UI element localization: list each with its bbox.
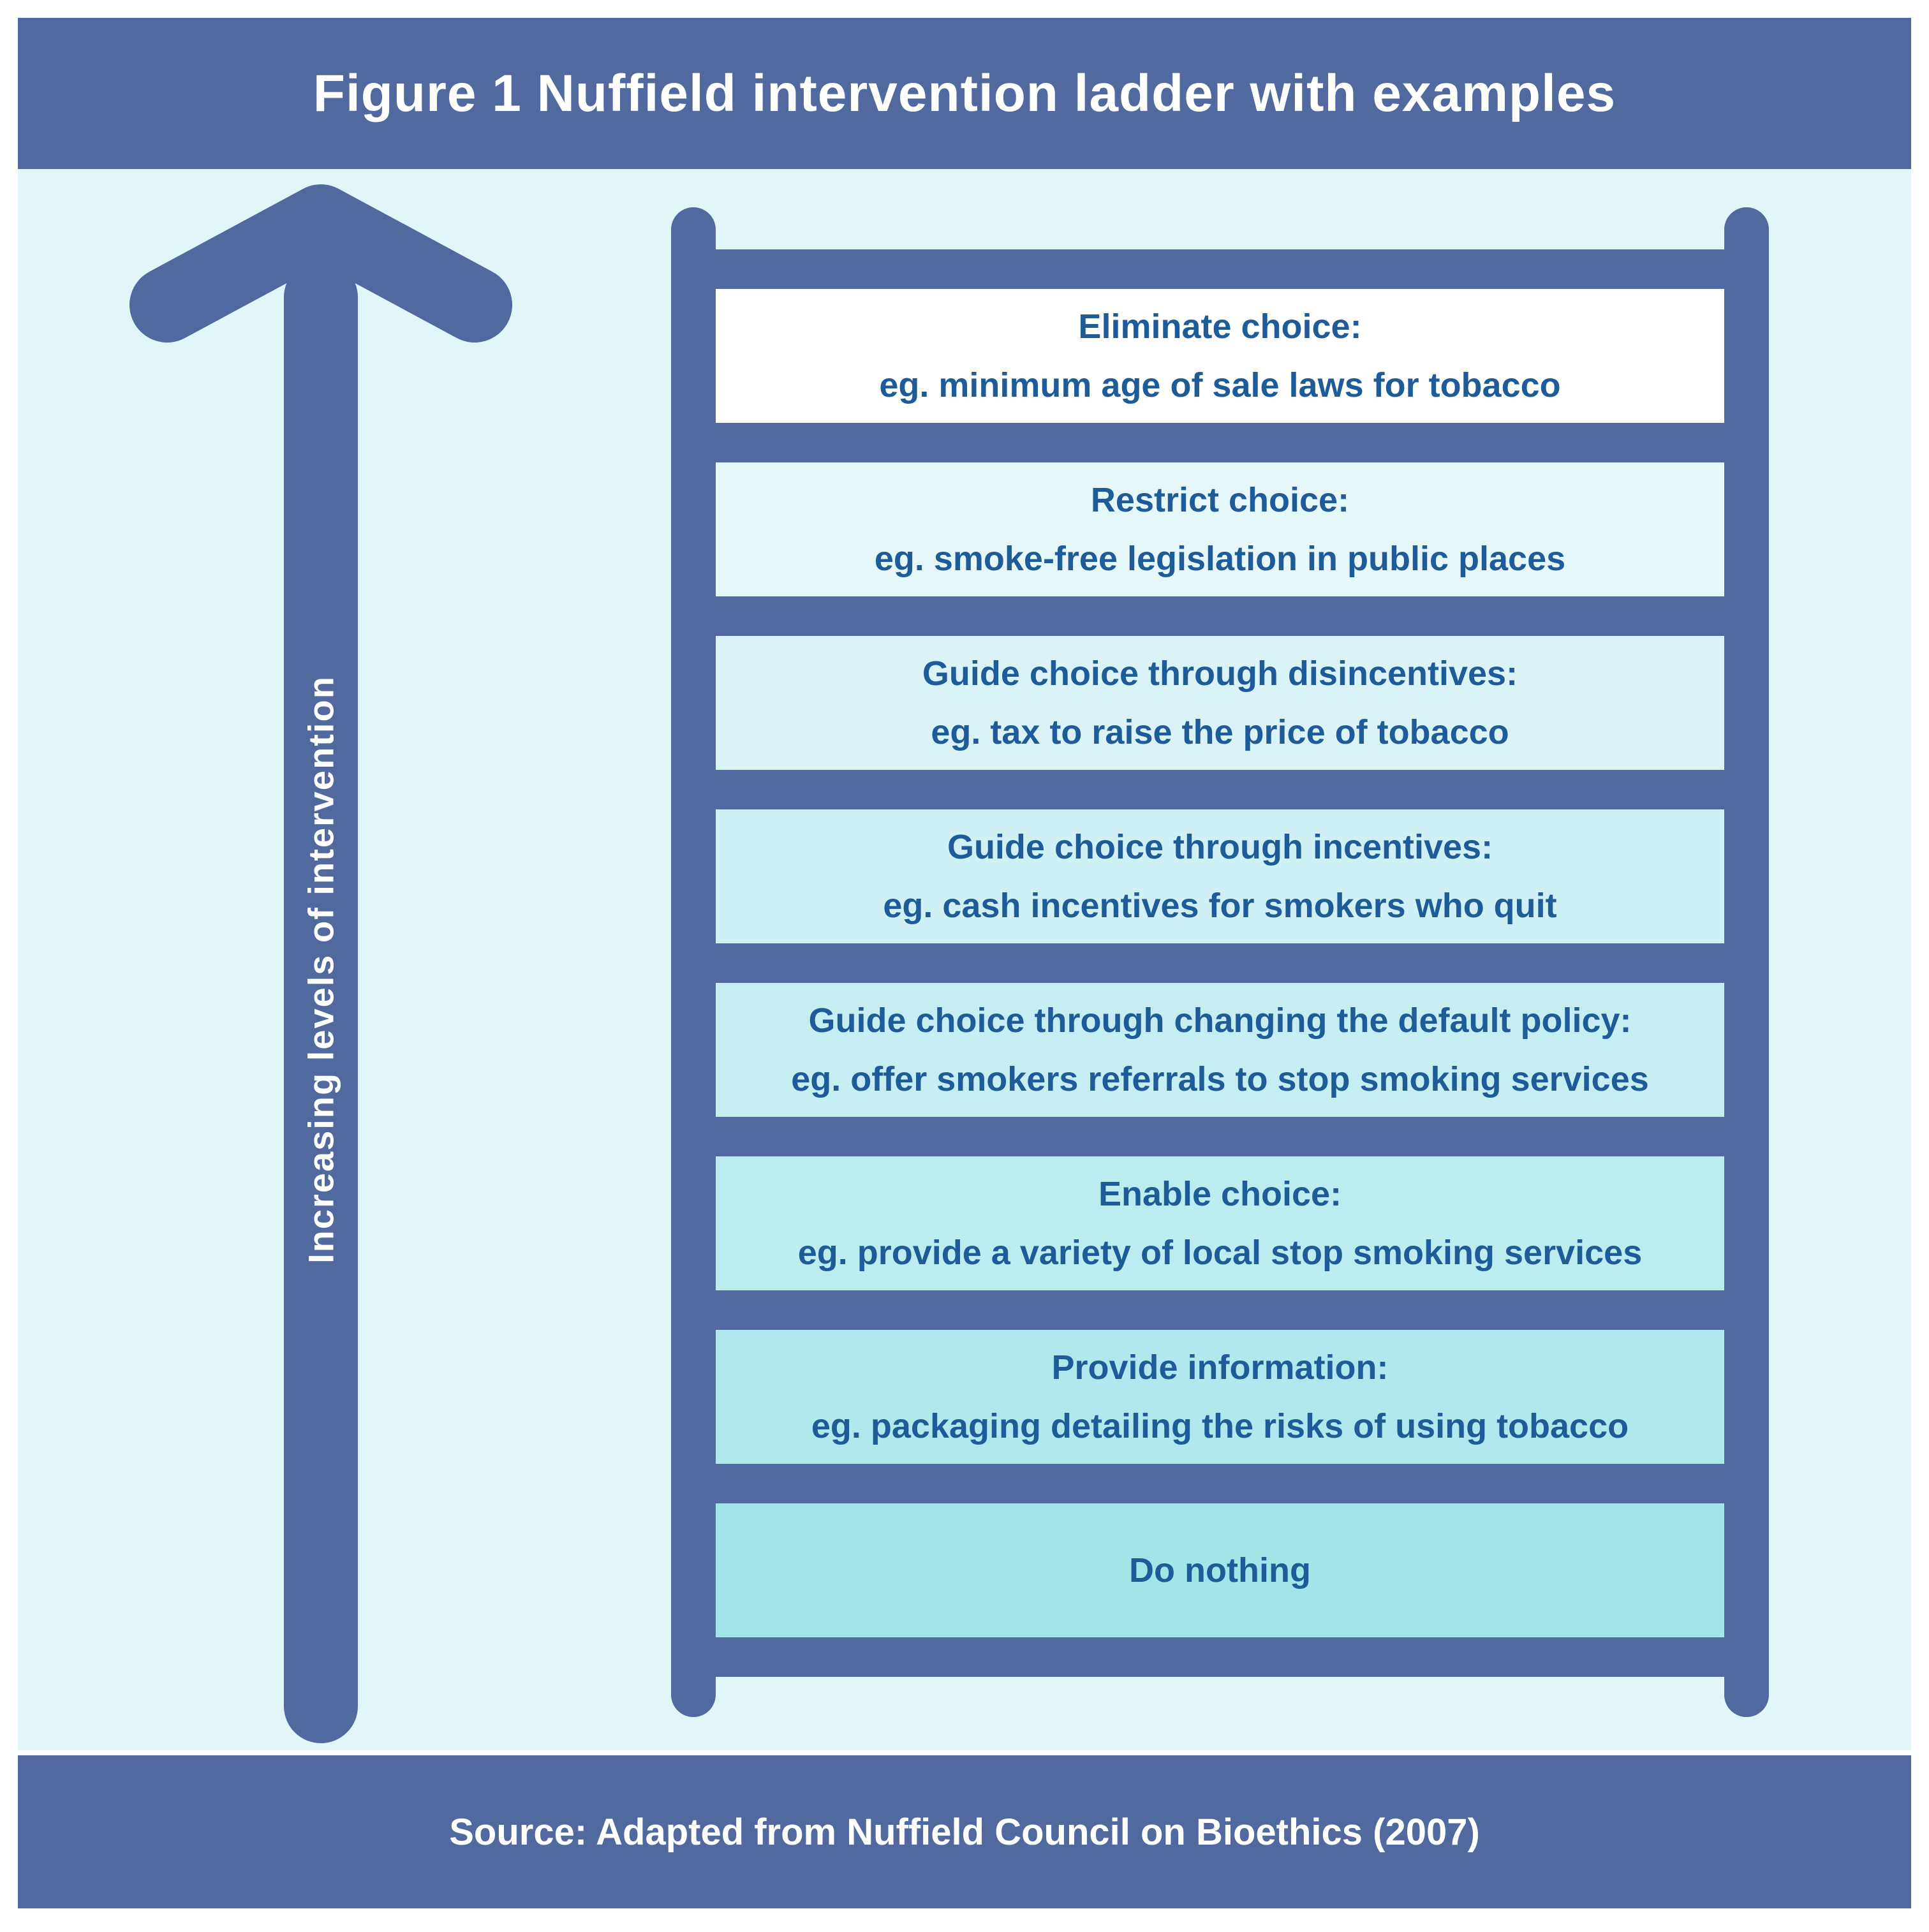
ladder-step-do-nothing: Do nothing [716, 1503, 1724, 1637]
step-example: eg. minimum age of sale laws for tobacco [879, 366, 1561, 404]
ladder-step-provide-information: Provide information: eg. packaging detai… [716, 1330, 1724, 1464]
ladder-step-guide-incentives: Guide choice through incentives: eg. cas… [716, 809, 1724, 943]
ladder-rung [671, 1637, 1769, 1677]
ladder-rung [671, 423, 1769, 462]
source-bar: Source: Adapted from Nuffield Council on… [18, 1755, 1911, 1908]
title-bar: Figure 1 Nuffield intervention ladder wi… [18, 18, 1911, 169]
ladder-step-guide-disincentives: Guide choice through disincentives: eg. … [716, 636, 1724, 770]
page-title: Figure 1 Nuffield intervention ladder wi… [313, 64, 1616, 122]
step-example: eg. tax to raise the price of tobacco [931, 713, 1509, 751]
ladder-step-guide-default-policy: Guide choice through changing the defaul… [716, 983, 1724, 1117]
ladder-rung [671, 596, 1769, 636]
ladder-rung [671, 943, 1769, 983]
step-example: eg. provide a variety of local stop smok… [797, 1234, 1643, 1272]
ladder-rung [671, 770, 1769, 809]
step-example: eg. smoke-free legislation in public pla… [874, 540, 1566, 578]
step-example: eg. cash incentives for smokers who quit [883, 887, 1557, 925]
ladder-rung [671, 1117, 1769, 1156]
step-heading: Provide information: [1051, 1348, 1389, 1387]
ladder: Eliminate choice: eg. minimum age of sal… [671, 249, 1769, 1677]
ladder-step-restrict-choice: Restrict choice: eg. smoke-free legislat… [716, 462, 1724, 596]
ladder-rung [671, 249, 1769, 289]
step-heading: Guide choice through changing the defaul… [808, 1001, 1632, 1040]
step-heading: Guide choice through disincentives: [922, 654, 1518, 693]
step-heading: Restrict choice: [1090, 481, 1350, 519]
step-heading: Guide choice through incentives: [947, 828, 1493, 866]
step-example: eg. packaging detailing the risks of usi… [811, 1407, 1629, 1445]
step-example: eg. offer smokers referrals to stop smok… [791, 1060, 1649, 1098]
ladder-step-enable-choice: Enable choice: eg. provide a variety of … [716, 1156, 1724, 1290]
step-heading: Enable choice: [1098, 1175, 1342, 1213]
ladder-rung [671, 1290, 1769, 1330]
step-heading: Do nothing [1129, 1551, 1311, 1589]
ladder-rung [671, 1464, 1769, 1503]
ladder-step-eliminate-choice: Eliminate choice: eg. minimum age of sal… [716, 289, 1724, 423]
step-heading: Eliminate choice: [1078, 307, 1362, 346]
source-text: Source: Adapted from Nuffield Council on… [449, 1811, 1480, 1853]
